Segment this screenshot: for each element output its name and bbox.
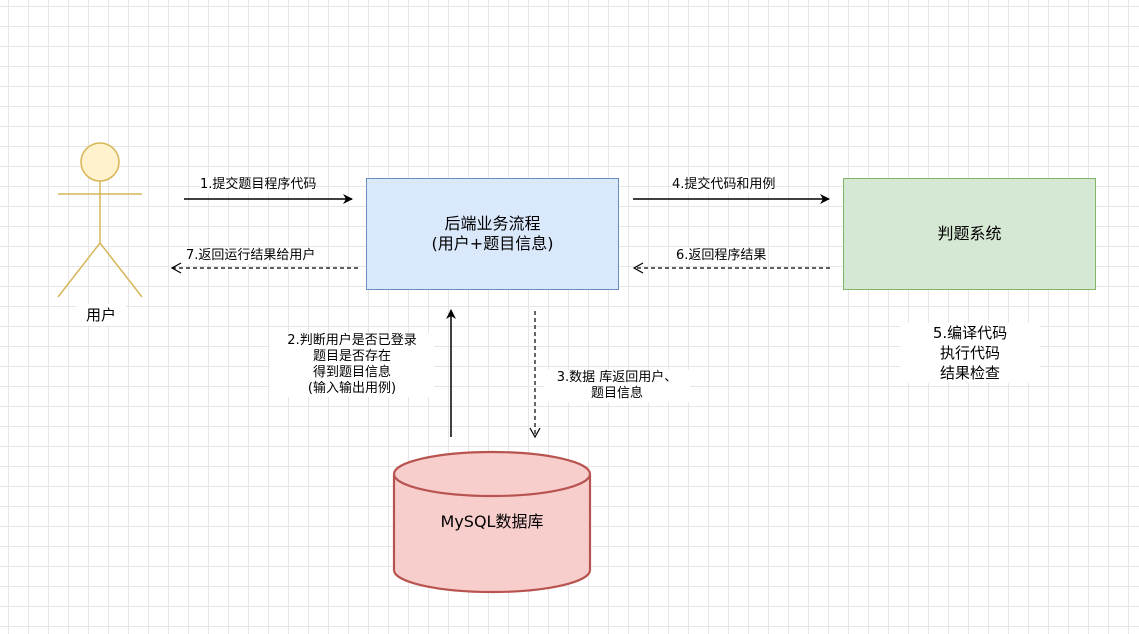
edge-label-return-user: 7.返回运行结果给用户 (186, 248, 316, 264)
judge-title: 判题系统 (937, 224, 1002, 243)
backend-title: 后端业务流程 (444, 214, 541, 233)
actor-head (80, 142, 120, 182)
backend-process-box[interactable]: 后端业务流程 (用户+题目信息) (366, 178, 619, 290)
backend-subtitle: (用户+题目信息) (431, 234, 554, 253)
actor-right-leg (99, 242, 143, 298)
edge-label-check: 2.判断用户是否已登录 题目是否存在 得到题目信息 (输入输出用例) (270, 333, 434, 397)
edge-label-send-to-judge: 4.提交代码和用例 (672, 177, 776, 193)
database-cylinder (392, 450, 592, 594)
judge-system-box[interactable]: 判题系统 (843, 178, 1096, 290)
user-actor (57, 142, 143, 298)
actor-left-leg (57, 242, 101, 298)
database-label: MySQL数据库 (440, 512, 544, 531)
edge-label-judge-return: 6.返回程序结果 (676, 248, 767, 264)
edge-label-submit: 1.提交题目程序代码 (200, 177, 317, 193)
actor-label: 用户 (76, 304, 126, 325)
edge-label-db-return: 3.数据 库返回用户、 题目信息 (544, 370, 690, 402)
judge-steps-note: 5.编译代码 执行代码 结果检查 (900, 323, 1040, 383)
